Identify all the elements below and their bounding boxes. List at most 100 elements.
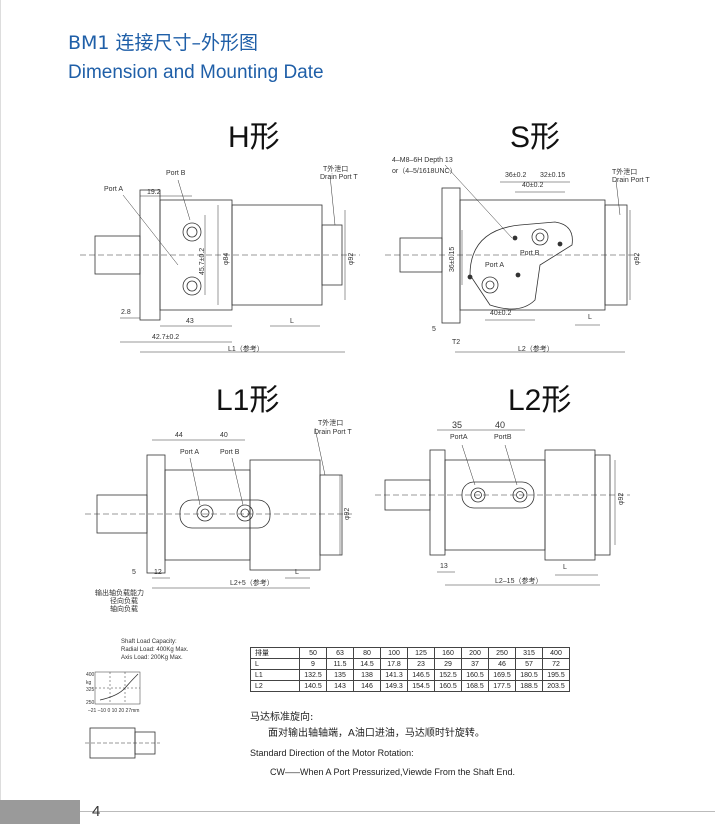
dim-t2: T2 xyxy=(452,339,461,346)
page-footer-line xyxy=(80,811,715,812)
load-label-1: 输出轴负载能力 xyxy=(95,590,144,597)
figure-title-s: S形 xyxy=(510,121,561,154)
table-header-cell: 200 xyxy=(461,647,489,659)
table-cell: 140.5 xyxy=(299,680,327,692)
shaft-y-kg: kg xyxy=(86,680,92,686)
page-number: 4 xyxy=(92,803,101,820)
dim-35: 35 xyxy=(452,420,463,430)
dim-43: 43 xyxy=(186,318,194,325)
label-port-b-l1: Port B xyxy=(220,449,240,456)
page-edge-line xyxy=(0,0,1,824)
table-cell: L xyxy=(250,658,300,670)
dim-l: L xyxy=(290,318,294,325)
dim-5: 5 xyxy=(432,326,436,333)
table-cell: 188.5 xyxy=(515,680,543,692)
table-cell: 11.5 xyxy=(326,658,354,670)
table-cell: 37 xyxy=(461,658,489,670)
table-cell: L2 xyxy=(250,680,300,692)
table-cell: 169.5 xyxy=(488,669,516,681)
label-port-b-l2: PortB xyxy=(494,434,512,441)
dim-l-s: L xyxy=(588,314,592,321)
label-drain-cn-s: T外泄口 xyxy=(612,169,638,176)
label-drain-cn: T外泄口 xyxy=(323,166,349,173)
table-cell: 152.5 xyxy=(434,669,462,681)
table-header-cell: 160 xyxy=(434,647,462,659)
label-thread-1: 4–M8–6H Depth 13 xyxy=(392,157,453,164)
table-cell: 203.5 xyxy=(542,680,570,692)
table-header-cell: 250 xyxy=(488,647,516,659)
rotation-title-cn: 马达标准旋向: xyxy=(250,712,314,723)
dim-l-l2: L xyxy=(563,564,567,571)
table-cell: 160.5 xyxy=(461,669,489,681)
table-cell: 146.5 xyxy=(407,669,435,681)
label-port-b-s: Port B xyxy=(520,250,540,257)
table-cell: 57 xyxy=(515,658,543,670)
table-cell: 17.8 xyxy=(380,658,408,670)
table-cell: 168.5 xyxy=(461,680,489,692)
label-drain-en-s: Drain Port T xyxy=(612,177,650,184)
figure-title-l1: L1形 xyxy=(216,384,280,417)
figure-title-l2: L2形 xyxy=(508,384,572,417)
table-cell: 132.5 xyxy=(299,669,327,681)
rotation-text-cn: 面对输出轴轴端，A油口进油，马达顺时针旋转。 xyxy=(268,728,485,739)
shaft-load-title: Shaft Load Capacity: xyxy=(121,639,177,645)
dim-19-2: 19.2 xyxy=(147,189,161,196)
dim-40-top: 40±0.2 xyxy=(522,182,544,189)
table-cell: 195.5 xyxy=(542,669,570,681)
dim-40-bottom: 40±0.2 xyxy=(490,310,512,317)
table-row: L1 132.5 135 138 141.3 146.5 152.5 160.5… xyxy=(250,669,570,681)
table-header-cell: 400 xyxy=(542,647,570,659)
table-cell: 135 xyxy=(326,669,354,681)
table-cell: 14.5 xyxy=(353,658,381,670)
label-thread-2: or（4–5/1618UNC） xyxy=(392,168,457,175)
table-cell: 9 xyxy=(299,658,327,670)
table-cell: 143 xyxy=(326,680,354,692)
table-cell: L1 xyxy=(250,669,300,681)
dim-2-8: 2.8 xyxy=(121,309,131,316)
dim-44: 44 xyxy=(175,432,183,439)
dim-36: 36±0.2 xyxy=(505,172,527,179)
shaft-load-axial: Axis Load: 200Kg Max. xyxy=(121,655,183,661)
figure-title-h: H形 xyxy=(228,121,280,154)
load-label-3: 轴向负载 xyxy=(110,606,138,613)
shaft-y-400: 400 xyxy=(86,672,95,678)
table-cell: 146 xyxy=(353,680,381,692)
table-cell: 180.5 xyxy=(515,669,543,681)
table-cell: 177.5 xyxy=(488,680,516,692)
label-drain-cn-l1: T外泄口 xyxy=(318,420,344,427)
table-cell: 23 xyxy=(407,658,435,670)
dim-32: 32±0.15 xyxy=(540,172,566,179)
table-cell: 46 xyxy=(488,658,516,670)
table-row: L 9 11.5 14.5 17.8 23 29 37 46 57 72 xyxy=(250,658,570,670)
dim-l2-minus15: L2–15（参考） xyxy=(495,578,543,585)
table-header-cell: 100 xyxy=(380,647,408,659)
table-header-cell: 315 xyxy=(515,647,543,659)
table-header-cell: 125 xyxy=(407,647,435,659)
dim-40-l1: 40 xyxy=(220,432,228,439)
rotation-title-en: Standard Direction of the Motor Rotation… xyxy=(250,748,414,758)
section-title-en: Dimension and Mounting Date xyxy=(68,62,324,83)
table-cell: 141.3 xyxy=(380,669,408,681)
dim-40-l2: 40 xyxy=(495,420,506,430)
label-port-a-s: Port A xyxy=(485,262,505,269)
label-port-a: Port A xyxy=(104,186,124,193)
label-port-b: Port B xyxy=(166,170,186,177)
table-header-cell: 63 xyxy=(326,647,354,659)
table-header-row: 排量 50 63 80 100 125 160 200 250 315 400 xyxy=(250,647,570,659)
label-port-a-l1: Port A xyxy=(180,449,200,456)
dimension-table: 排量 50 63 80 100 125 160 200 250 315 400 … xyxy=(250,647,570,692)
table-cell: 160.5 xyxy=(434,680,462,692)
table-cell: 138 xyxy=(353,669,381,681)
table-header-cell: 80 xyxy=(353,647,381,659)
table-header-cell: 排量 xyxy=(250,647,300,659)
table-cell: 154.5 xyxy=(407,680,435,692)
dim-12: 12 xyxy=(154,569,162,576)
table-cell: 149.3 xyxy=(380,680,408,692)
table-cell: 29 xyxy=(434,658,462,670)
dim-l2-plus5: L2+5（参考） xyxy=(230,580,274,587)
label-drain-en: Drain Port T xyxy=(320,174,358,181)
